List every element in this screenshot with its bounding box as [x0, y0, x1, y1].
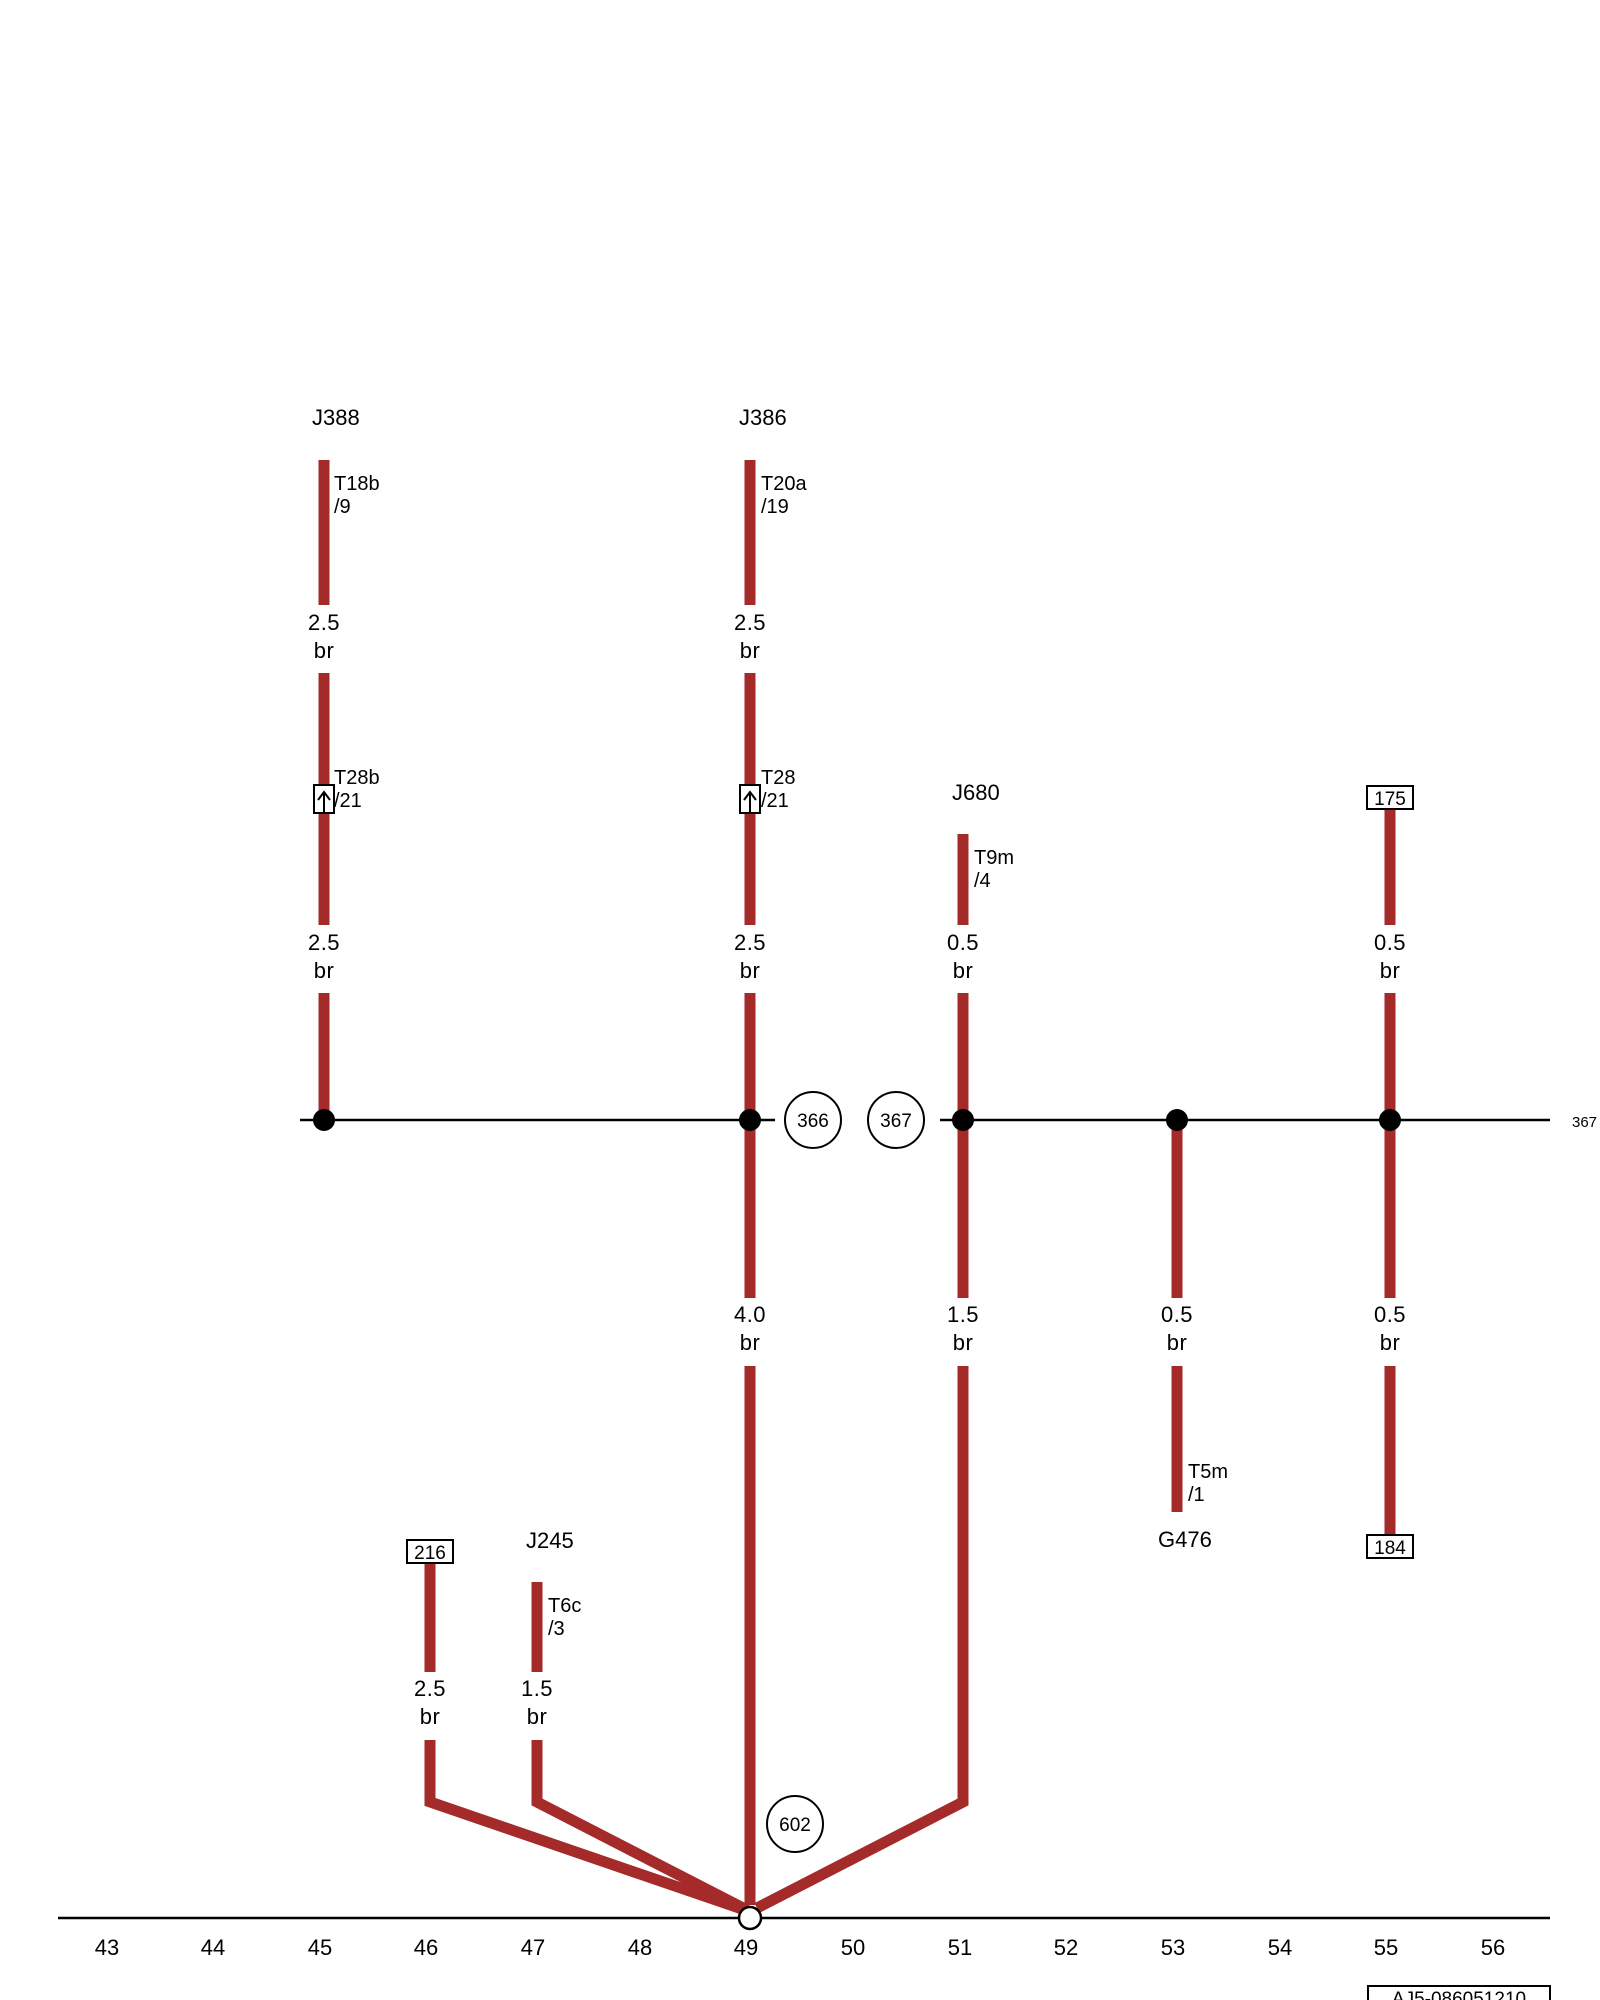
- component-j680: J680: [952, 780, 1000, 805]
- component-j388: J388: [312, 405, 360, 430]
- edge-ref-367: 367: [1572, 1114, 1597, 1131]
- connector-t28b-symbol: [313, 784, 335, 814]
- wire-size: 1.5: [947, 1302, 979, 1327]
- wire-j680: [754, 834, 969, 1913]
- svg-text:184: 184: [1374, 1538, 1406, 1559]
- junction-dot: [739, 1109, 761, 1131]
- wire-216: [424, 1562, 747, 1916]
- connector-t20a-pin: /19: [761, 496, 789, 518]
- wire-size: 2.5: [308, 610, 340, 635]
- connector-t9m: T9m: [974, 847, 1014, 869]
- connector-t20a: T20a: [761, 473, 807, 495]
- connector-t28-pin: /21: [761, 790, 789, 812]
- connector-t5m-pin: /1: [1188, 1484, 1205, 1506]
- wire-size: 4.0: [734, 1302, 766, 1327]
- scale-number: 53: [1161, 1935, 1185, 1960]
- wire-j245: [531, 1582, 750, 1915]
- svg-text:367: 367: [880, 1111, 912, 1132]
- wire-size: 0.5: [947, 930, 979, 955]
- scale-number: 43: [95, 1935, 119, 1960]
- wire-size: 0.5: [1161, 1302, 1193, 1327]
- junction-dot: [952, 1109, 974, 1131]
- wire-color: br: [953, 1330, 974, 1355]
- scale-number: 55: [1374, 1935, 1398, 1960]
- ground-point-367: 367: [867, 1091, 925, 1149]
- connector-t18b-pin: /9: [334, 496, 351, 518]
- wire-color: br: [740, 1330, 761, 1355]
- ref-box-216: 216: [406, 1539, 454, 1564]
- junction-dot: [1166, 1109, 1188, 1131]
- wire-color: br: [740, 958, 761, 983]
- wire-color: br: [740, 638, 761, 663]
- scale-number: 50: [841, 1935, 865, 1960]
- diagram-id-box: AJ5-086051210: [1367, 1985, 1551, 2000]
- connector-t5m: T5m: [1188, 1461, 1228, 1483]
- wire-size: 1.5: [521, 1676, 553, 1701]
- wire-size: 2.5: [308, 930, 340, 955]
- wire-size: 2.5: [734, 610, 766, 635]
- scale-number: 49: [734, 1935, 758, 1960]
- wire-color: br: [420, 1704, 441, 1729]
- wire-size: 0.5: [1374, 1302, 1406, 1327]
- column-scale: 43 44 45 46 47 48 49 50 51 52 53 54 55 5…: [95, 1935, 1505, 1960]
- svg-text:175: 175: [1374, 789, 1406, 810]
- ref-box-184: 184: [1366, 1534, 1414, 1559]
- connector-t6c: T6c: [548, 1595, 581, 1617]
- wire-color: br: [527, 1704, 548, 1729]
- scale-number: 46: [414, 1935, 438, 1960]
- wire-color: br: [1167, 1330, 1188, 1355]
- scale-number: 56: [1481, 1935, 1505, 1960]
- connector-t28b: T28b: [334, 767, 380, 789]
- component-j245: J245: [526, 1528, 574, 1553]
- component-j386: J386: [739, 405, 787, 430]
- svg-text:AJ5-086051210: AJ5-086051210: [1392, 1989, 1526, 2000]
- wire-color: br: [1380, 958, 1401, 983]
- svg-text:216: 216: [414, 1543, 446, 1564]
- component-g476: G476: [1158, 1527, 1212, 1552]
- connector-t28: T28: [761, 767, 795, 789]
- scale-number: 45: [308, 1935, 332, 1960]
- wire-color: br: [953, 958, 974, 983]
- wire-color: br: [314, 638, 335, 663]
- ref-box-175: 175: [1366, 785, 1414, 810]
- svg-text:602: 602: [779, 1815, 811, 1836]
- connector-t28b-pin: /21: [334, 790, 362, 812]
- connector-t28-symbol: [739, 784, 761, 814]
- connector-t18b: T18b: [334, 473, 380, 495]
- wire-size: 2.5: [734, 930, 766, 955]
- wire-color: br: [314, 958, 335, 983]
- wire-size: 2.5: [414, 1676, 446, 1701]
- wire-size: 0.5: [1374, 930, 1406, 955]
- scale-number: 51: [948, 1935, 972, 1960]
- scale-number: 47: [521, 1935, 545, 1960]
- scale-number: 52: [1054, 1935, 1078, 1960]
- junction-dot: [1379, 1109, 1401, 1131]
- scale-number: 54: [1268, 1935, 1292, 1960]
- ground-point-366: 366: [784, 1091, 842, 1149]
- scale-number: 48: [628, 1935, 652, 1960]
- svg-text:366: 366: [797, 1111, 829, 1132]
- connector-t9m-pin: /4: [974, 870, 991, 892]
- connector-t6c-pin: /3: [548, 1618, 565, 1640]
- scale-number: 44: [201, 1935, 225, 1960]
- junction-dot: [313, 1109, 335, 1131]
- wire-color: br: [1380, 1330, 1401, 1355]
- ground-point-602: 602: [766, 1795, 824, 1853]
- ground-splice: [737, 1905, 763, 1931]
